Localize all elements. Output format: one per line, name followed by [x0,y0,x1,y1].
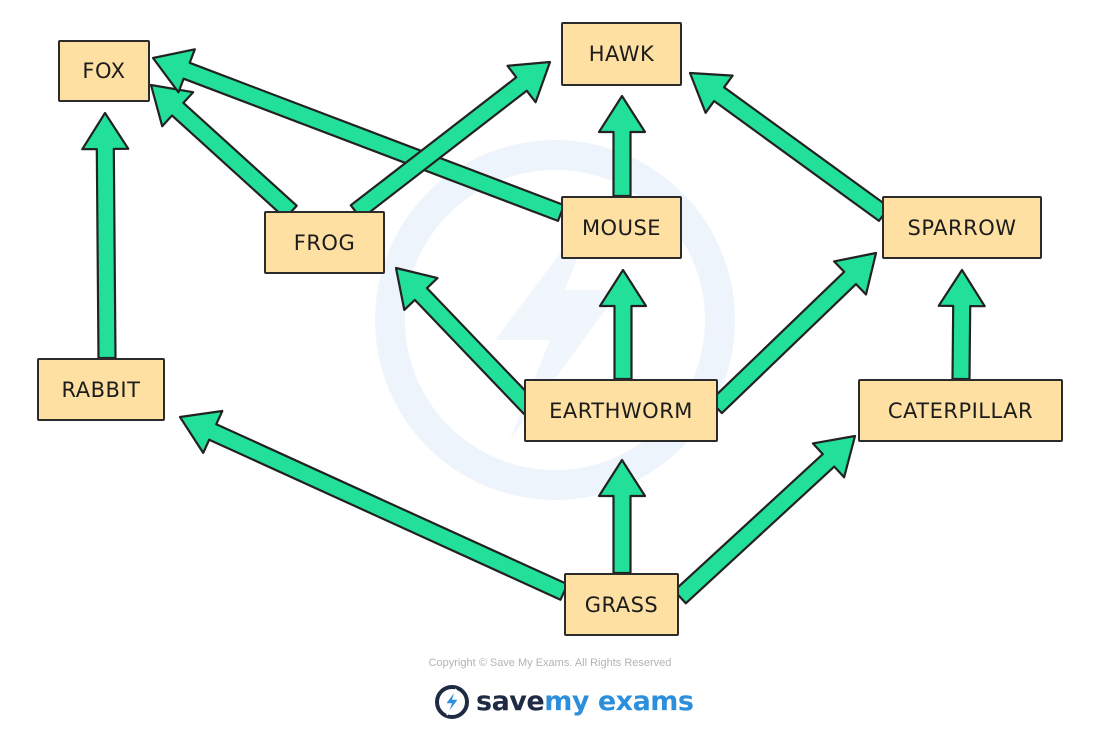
arrow-rabbit-to-fox [81,111,130,360]
node-caterpillar: CATERPILLAR [858,379,1063,442]
arrow-grass-to-caterpillar [673,434,857,605]
copyright-text: Copyright © Save My Exams. All Rights Re… [428,657,672,669]
node-hawk: HAWK [561,22,682,86]
arrow-mouse-to-hawk [597,94,647,198]
arrow-earthworm-to-sparrow [708,251,878,415]
node-earthworm: EARTHWORM [524,379,718,442]
arrow-caterpillar-to-sparrow [937,268,986,381]
arrow-mouse-to-fox [151,48,566,222]
node-frog: FROG [264,211,385,274]
node-rabbit: RABBIT [37,358,165,421]
arrow-frog-to-hawk [349,60,552,220]
lightning-bolt-icon [435,685,469,719]
node-fox: FOX [58,40,150,102]
arrow-grass-to-rabbit [178,409,569,601]
arrow-frog-to-fox [149,83,298,220]
arrow-earthworm-to-mouse [598,268,648,381]
node-sparrow: SPARROW [882,196,1042,259]
node-grass: GRASS [564,573,679,636]
brand-text-save: save [476,686,545,717]
brand-text-myexams: my exams [544,686,694,717]
node-mouse: MOUSE [561,196,682,259]
arrow-sparrow-to-hawk [688,71,891,222]
arrow-grass-to-earthworm [597,458,647,575]
arrow-earthworm-to-frog [394,266,538,415]
brand-logo: savemy exams [434,682,694,722]
